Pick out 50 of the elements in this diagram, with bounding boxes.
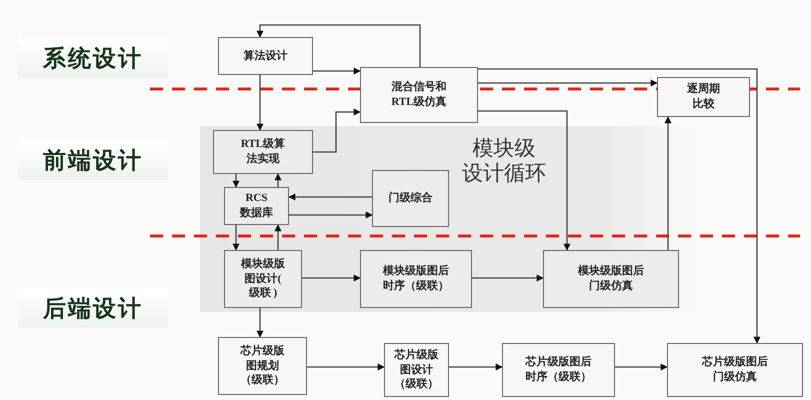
process-box [502,343,615,397]
process-box [657,77,750,117]
arrow [274,173,282,187]
arrow [472,274,544,282]
box-text: 算法设计 [244,48,288,64]
process-box [360,67,478,123]
arrow [478,110,570,251]
arrow [232,174,240,188]
arrow [302,274,361,282]
process-box [218,337,307,395]
process-box [224,250,302,308]
arrow [313,68,361,74]
arrow [449,364,503,370]
box-text: 混合信号和RTL级仿真 [390,80,448,110]
phase-label: 前端设计 [18,140,168,180]
phase-label: 后端设计 [18,288,168,328]
process-box [360,250,472,308]
arrow [256,75,264,131]
process-box [667,343,803,397]
process-box [384,343,449,397]
process-box [543,250,679,308]
process-box [213,130,313,174]
process-box [218,37,313,75]
arrow [313,108,361,153]
region-title: 模块级设计循环 [462,136,546,186]
arrow [664,116,672,250]
process-box [372,170,449,227]
box-text: 门级综合 [388,191,432,206]
arrow [289,212,373,218]
box-text: 逐周期比较 [686,82,721,112]
box-text: 模块级版图设计( 级联 ) [240,256,286,302]
arrow [256,308,264,338]
box-text: 模块级版图后门级仿真 [576,264,645,294]
box-text: 芯片级版图后时序（级联） [524,355,592,385]
arrow [274,224,282,250]
arrow [256,24,421,67]
box-text: 芯片级版图后门级仿真 [700,355,769,385]
arrow [478,68,760,344]
box-text: 芯片级版图设计（级联） [393,348,440,392]
arrow [288,194,372,200]
process-box [224,187,289,225]
arrow [307,364,385,370]
box-text: RTL级算法实现 [240,137,286,167]
box-text: RCS 数据库 [238,191,274,221]
box-text: 芯片级版图规划（级联） [239,344,286,388]
phase-label: 系统设计 [18,38,168,78]
arrow [478,80,658,86]
arrow [615,364,668,370]
arrow [232,225,240,251]
box-text: 模块级版图后时序（级联） [382,264,450,294]
